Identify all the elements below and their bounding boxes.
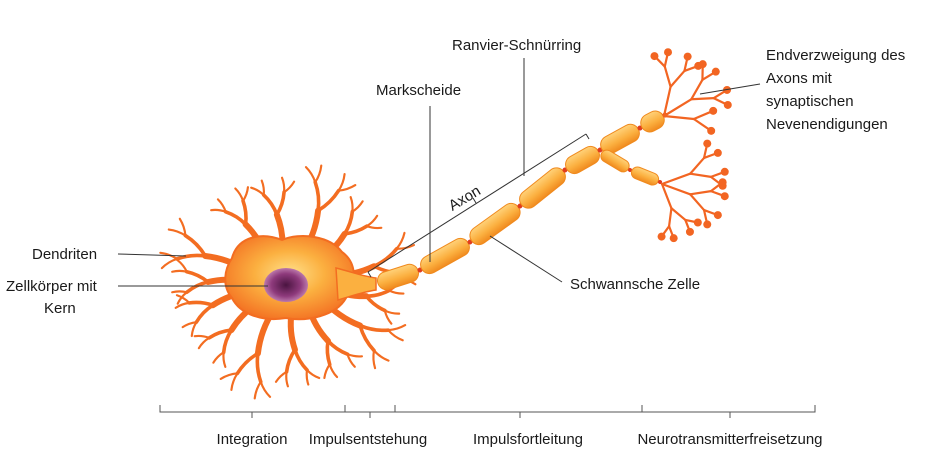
synaptic-terminal	[703, 139, 712, 148]
axon-shape	[376, 110, 668, 291]
terminal-leader	[699, 83, 761, 95]
brace-impulsfortleitung	[394, 405, 643, 418]
schwann-cell	[420, 237, 473, 275]
stage-labels: Integration Impulsentstehung Impulsfortl…	[217, 431, 823, 448]
synaptic-terminal	[718, 178, 727, 187]
label-terminal-line2: Axons mit	[766, 70, 833, 87]
synaptic-terminal	[693, 218, 702, 227]
label-axon: Axon	[446, 182, 484, 214]
stage-label-impulsfortleitung: Impulsfortleitung	[473, 431, 583, 448]
axon-bracket	[367, 133, 587, 273]
axon-terminals	[650, 48, 732, 243]
label-myelin: Markscheide	[376, 82, 461, 99]
schwann-cell	[600, 149, 632, 173]
synaptic-terminal	[720, 167, 729, 176]
synaptic-terminal	[707, 126, 716, 135]
dendrites-leader	[117, 253, 187, 257]
ranvier-node	[658, 179, 663, 184]
stage-braces	[159, 405, 816, 418]
synaptic-terminal	[664, 48, 673, 57]
brace-integration	[159, 405, 346, 418]
leader-lines	[117, 58, 761, 287]
label-soma-line2: Kern	[44, 300, 76, 317]
schwann-cell	[565, 145, 603, 175]
cell-body	[224, 235, 377, 321]
label-terminal-line1: Endverzweigung des	[766, 47, 905, 64]
ranvier-node	[627, 167, 632, 172]
label-dendrites: Dendriten	[32, 246, 97, 263]
synaptic-terminal	[713, 148, 722, 157]
synaptic-terminal	[720, 192, 729, 201]
nucleus	[264, 268, 308, 302]
label-terminal-line3: synaptischen	[766, 93, 854, 110]
label-schwann: Schwannsche Zelle	[570, 276, 700, 293]
brace-impulsentstehung	[344, 405, 396, 418]
synaptic-terminal	[698, 60, 707, 69]
brace-neurotransmitter	[641, 405, 816, 418]
label-terminal-line4: Nevenendigungen	[766, 116, 888, 133]
schwann-cell	[600, 123, 643, 155]
synaptic-terminal	[713, 211, 722, 220]
stage-label-impulsentstehung: Impulsentstehung	[309, 431, 427, 448]
stage-label-neurotransmitter: Neurotransmitterfreisetzung	[637, 431, 822, 448]
stage-label-integration: Integration	[217, 431, 288, 448]
schwann-leader	[489, 235, 563, 283]
synaptic-terminal	[711, 67, 720, 76]
synaptic-terminal	[657, 232, 666, 241]
synaptic-terminal	[685, 227, 694, 236]
synaptic-terminal	[650, 52, 659, 61]
synaptic-terminal	[683, 52, 692, 61]
label-soma-line1: Zellkörper mit	[6, 278, 98, 295]
labels: Dendriten Zellkörper mit Kern Markscheid…	[6, 37, 905, 317]
synaptic-terminal	[709, 106, 718, 115]
schwann-cell	[376, 263, 423, 291]
synaptic-terminal	[723, 100, 732, 109]
synaptic-terminal	[669, 234, 678, 243]
label-ranvier: Ranvier-Schnürring	[452, 37, 581, 54]
synaptic-terminal	[703, 220, 712, 229]
schwann-cell	[630, 166, 663, 186]
